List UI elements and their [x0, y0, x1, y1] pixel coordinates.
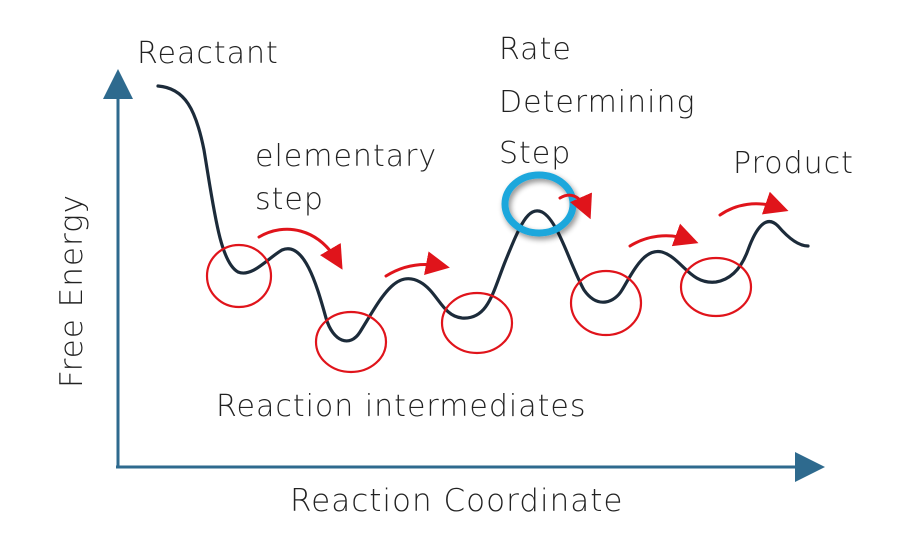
rate-determining-circle — [501, 171, 577, 237]
intermediate-circle-4 — [569, 269, 643, 337]
intermediate-circle-5 — [679, 256, 753, 318]
y-axis-label: Free Energy — [54, 194, 90, 388]
reactant-label: Reactant — [137, 36, 279, 71]
step-arrow-3 — [558, 192, 592, 220]
step-arrow-4 — [628, 223, 699, 248]
elementary-step-label-line2: step — [255, 182, 324, 217]
product-label: Product — [733, 146, 854, 181]
step-arrow-1 — [257, 227, 343, 270]
step-arrow-5 — [718, 191, 789, 217]
x-axis-label: Reaction Coordinate — [290, 483, 623, 519]
rate-determining-label-line2: Determining — [499, 85, 696, 120]
intermediate-circle-2 — [314, 310, 388, 374]
elementary-step-label-line1: elementary — [255, 139, 437, 174]
intermediates-label: Reaction intermediates — [216, 389, 587, 424]
intermediate-circle-1 — [205, 243, 273, 309]
step-arrow-2 — [384, 251, 450, 278]
rate-determining-label-line3: Step — [499, 136, 571, 171]
rate-determining-label-line1: Rate — [499, 32, 572, 67]
intermediate-circle-3 — [440, 291, 514, 355]
